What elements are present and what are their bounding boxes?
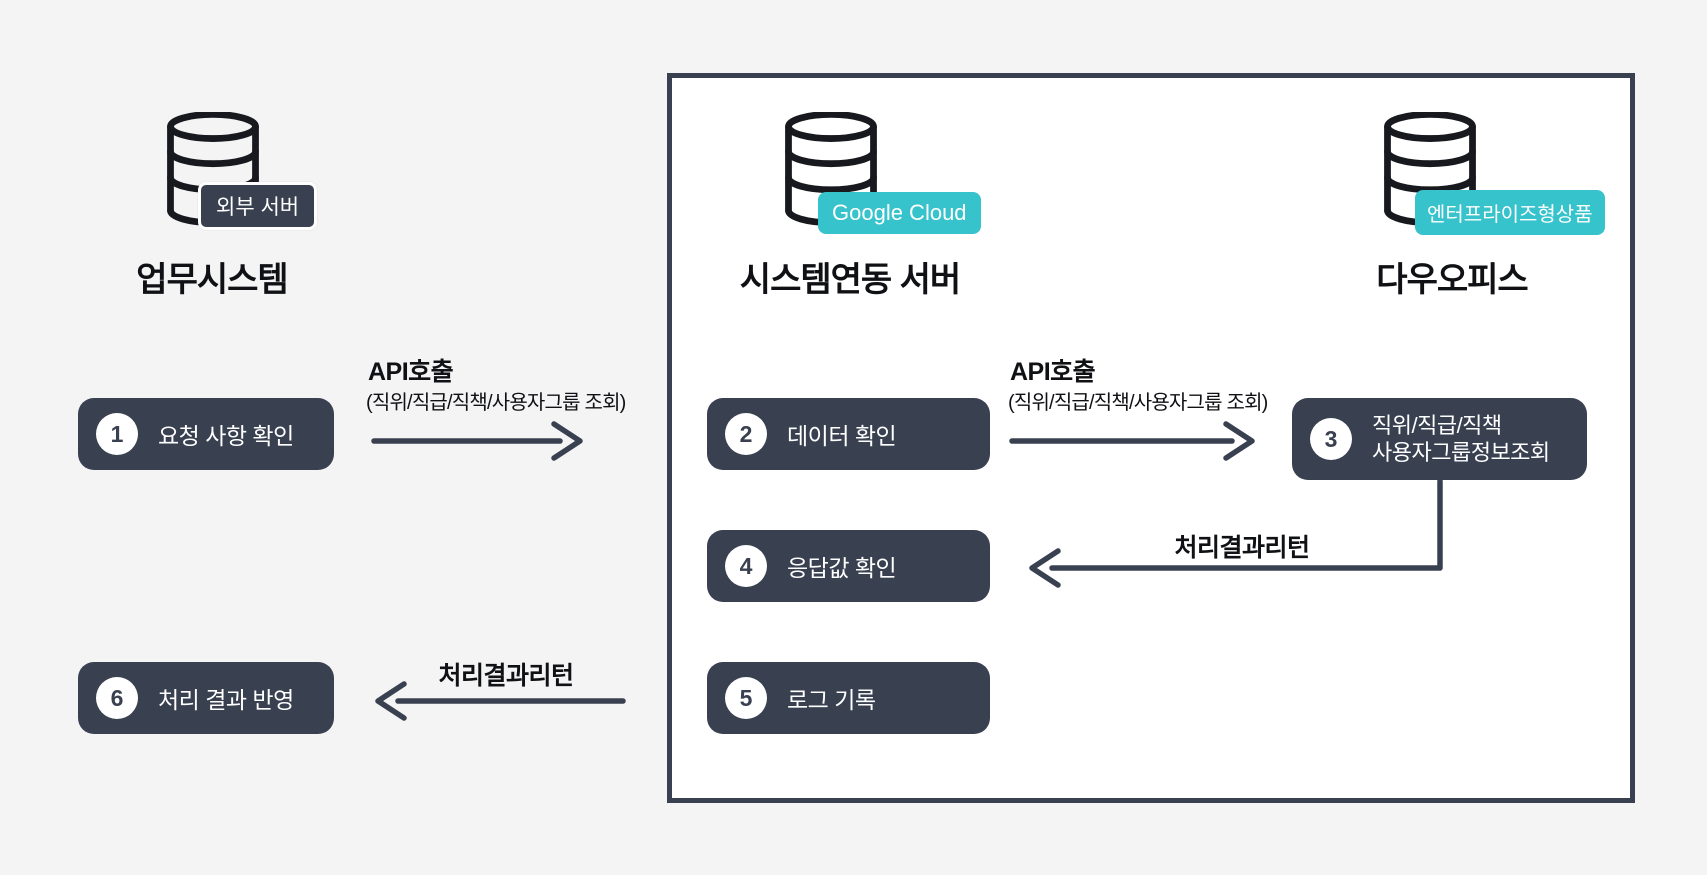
step-number-1: 1 [96,413,138,455]
step-number-6: 6 [96,677,138,719]
step-box-3: 3 직위/직급/직책 사용자그룹정보조회 [1292,398,1587,480]
integration-server-title: 시스템연동 서버 [739,261,961,299]
step-box-1: 1 요청 사항 확인 [78,398,334,470]
step-label-6: 처리 결과 반영 [158,687,294,713]
step-number-4: 4 [725,545,767,587]
step-label-1: 요청 사항 확인 [158,423,294,449]
step-box-6: 6 처리 결과 반영 [78,662,334,734]
enterprise-product-badge: 엔터프라이즈형상품 [1415,190,1605,235]
api-call-sublabel-2: (직위/직급/직책/사용자그룹 조회) [1008,392,1268,414]
api-call-label-1: API호출 [368,358,454,386]
step-label-5: 로그 기록 [787,687,876,713]
api-call-sublabel-1: (직위/직급/직책/사용자그룹 조회) [366,392,626,414]
step-number-3: 3 [1310,418,1352,460]
api-call-label-2: API호출 [1010,358,1096,386]
result-return-label-1: 처리결과리턴 [1174,534,1310,562]
arrow-step1-to-step2 [371,421,583,461]
dawoffice-title: 다우오피스 [1376,261,1528,299]
step-label-4: 응답값 확인 [787,555,897,581]
result-return-label-2: 처리결과리턴 [438,662,574,690]
step-box-5: 5 로그 기록 [707,662,990,734]
step-box-4: 4 응답값 확인 [707,530,990,602]
external-server-badge: 외부 서버 [198,182,318,230]
step-label-2: 데이터 확인 [787,423,897,449]
step-number-5: 5 [725,677,767,719]
step-label-3: 직위/직급/직책 사용자그룹정보조회 [1372,412,1550,467]
google-cloud-badge: Google Cloud [818,192,981,234]
step-label-3-line2: 사용자그룹정보조회 [1372,440,1550,465]
step-number-2: 2 [725,413,767,455]
step-box-2: 2 데이터 확인 [707,398,990,470]
step-label-3-line1: 직위/직급/직책 [1372,412,1502,438]
external-system-title: 업무시스템 [136,261,288,299]
